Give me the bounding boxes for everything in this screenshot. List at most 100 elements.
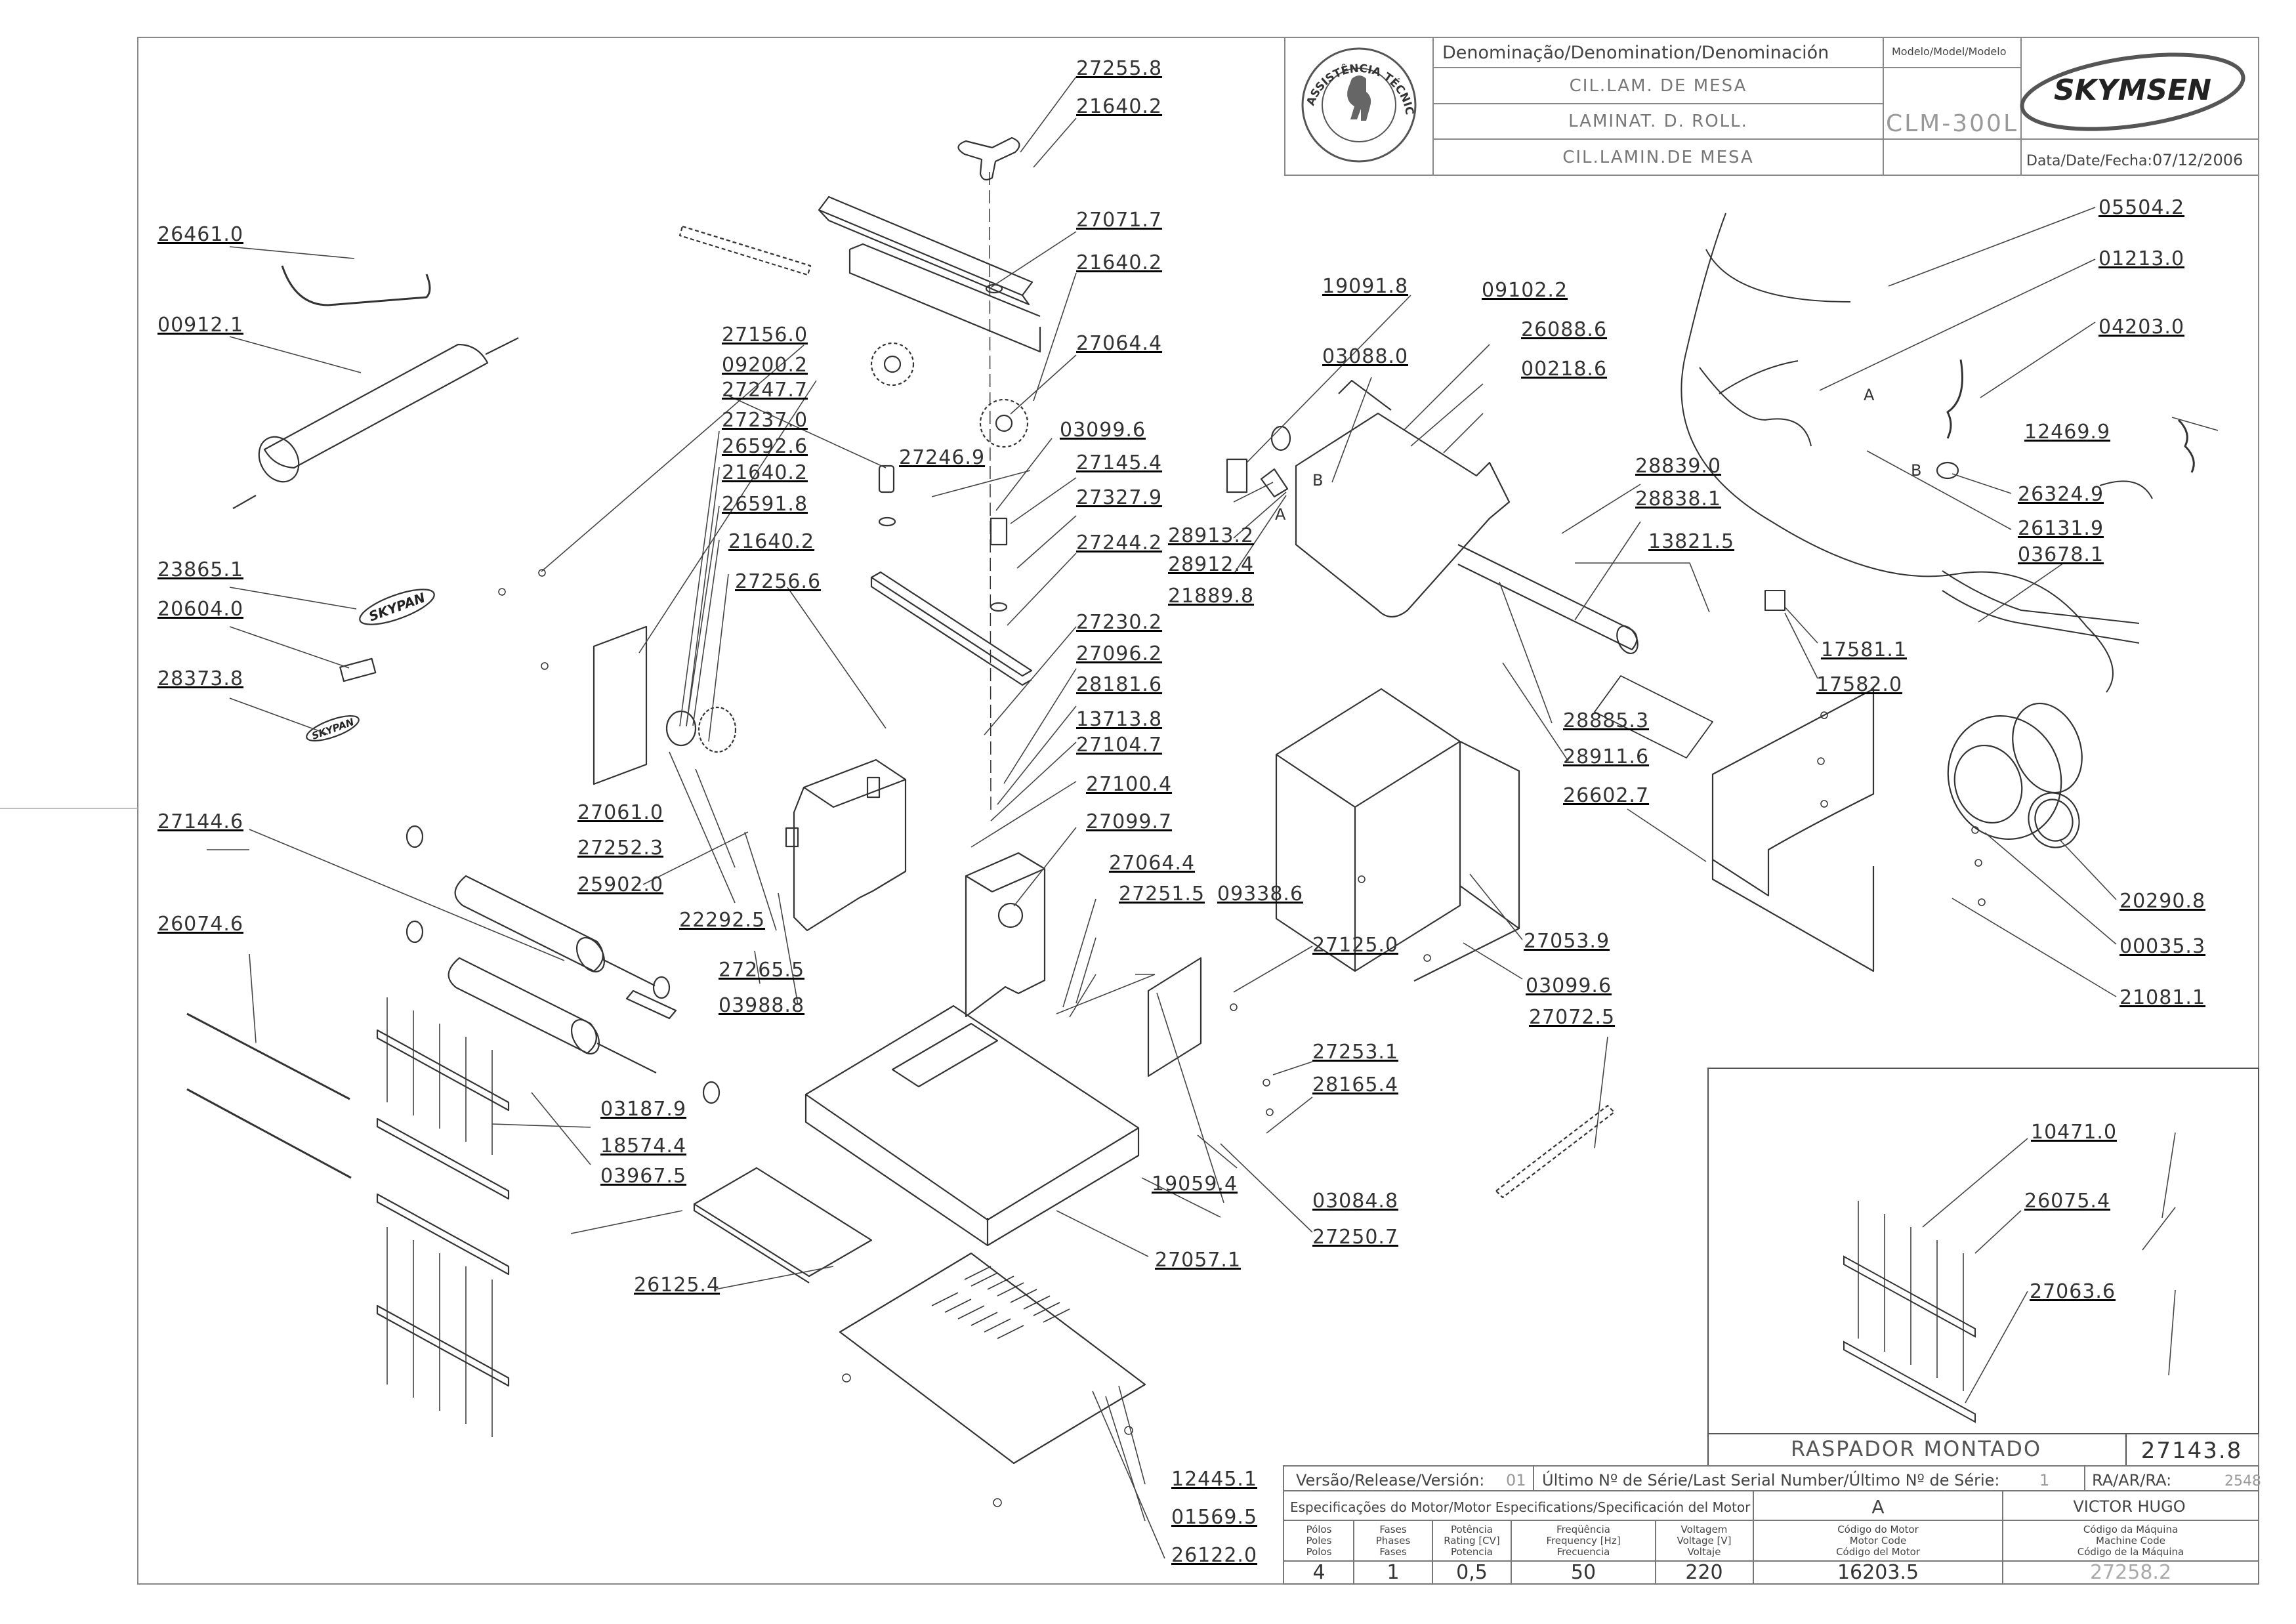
- knob: [957, 136, 1020, 181]
- left-frame-block: [793, 759, 907, 932]
- part-label: 04203.0: [2098, 316, 2184, 339]
- ra-label: RA/AR/RA:: [2092, 1471, 2171, 1489]
- skymsen-logo: SKYMSEN: [2020, 52, 2245, 131]
- svg-text:Potência: Potência: [1451, 1524, 1493, 1535]
- wire-harness: [1680, 213, 2153, 693]
- date-value: 07/12/2006: [2152, 151, 2243, 169]
- part-label: 27125.0: [1312, 934, 1398, 957]
- machine-base: [804, 1005, 1140, 1247]
- trough-26088: [1295, 379, 1511, 618]
- part-label: 27265.5: [719, 959, 804, 982]
- date-label: Data/Date/Fecha:: [2026, 153, 2152, 169]
- part-label: 12445.1: [1171, 1468, 1257, 1491]
- part-label: 27253.1: [1312, 1041, 1398, 1064]
- svg-text:Potencia: Potencia: [1451, 1546, 1493, 1558]
- svg-text:ASSISTÊNCIA TÉCNICA AUTORIZADA: ASSISTÊNCIA TÉCNICA AUTORIZADA: [0, 0, 1416, 116]
- part-label: 21640.2: [728, 530, 814, 553]
- part-label: 03099.6: [1060, 419, 1146, 442]
- motor-20290: [1947, 702, 2083, 840]
- wire-marker-b1: B: [1911, 461, 1921, 480]
- part-label: 19059.4: [1152, 1173, 1238, 1196]
- chain-27156: [678, 225, 812, 276]
- part-label: 26074.6: [157, 913, 243, 936]
- wire-marker-a2: A: [1275, 505, 1286, 524]
- part-label: 27250.7: [1312, 1226, 1398, 1249]
- part-label: 27099.7: [1086, 810, 1172, 833]
- part-label: 27156.0: [722, 323, 808, 346]
- part-label: 28912.4: [1168, 553, 1254, 576]
- part-label: 01569.5: [1171, 1506, 1257, 1529]
- ra-value: 2548: [2224, 1473, 2261, 1489]
- denomination-header: Denominação/Denomination/Denominación: [1442, 43, 1829, 63]
- scraper-rods: [186, 1012, 352, 1179]
- part-label: 03088.0: [1322, 345, 1408, 368]
- part-label: 27251.5: [1119, 883, 1205, 906]
- phases-value: 1: [1387, 1561, 1399, 1584]
- screws: [498, 569, 1986, 1507]
- label-20604: [339, 657, 377, 682]
- sprocket-right: [979, 398, 1029, 448]
- part-label: 03187.9: [600, 1098, 686, 1121]
- inset-title: RASPADOR MONTADO: [1791, 1436, 2041, 1461]
- svg-text:Machine Code: Machine Code: [2096, 1535, 2165, 1547]
- svg-text:Código do Motor: Código do Motor: [1837, 1524, 1919, 1535]
- part-label: 23865.1: [157, 558, 243, 581]
- part-label: 12469.9: [2024, 421, 2110, 444]
- part-label: 27072.5: [1529, 1006, 1615, 1029]
- part-label: 21640.2: [1076, 95, 1162, 118]
- part-label: 26592.6: [722, 435, 808, 458]
- version-label: Versão/Release/Versión:: [1296, 1471, 1484, 1489]
- part-label: 26131.9: [2018, 517, 2104, 540]
- scraper-assembly-lower: [376, 1193, 510, 1437]
- part-label: 27144.6: [157, 810, 243, 833]
- part-label: 26088.6: [1521, 318, 1607, 341]
- roller-27144: [454, 875, 656, 986]
- machine-drawing: SKYPAN SKYPAN: [186, 136, 2195, 1507]
- right-frame-block: [965, 852, 1046, 1018]
- svg-text:Código de la Máquina: Código de la Máquina: [2077, 1546, 2184, 1558]
- part-label: 25902.0: [577, 873, 663, 896]
- part-label: 22292.5: [679, 909, 765, 932]
- part-label: 28373.8: [157, 667, 243, 690]
- part-label: 27104.7: [1076, 734, 1162, 757]
- cable-12469: [2177, 419, 2195, 473]
- part-label: 20604.0: [157, 598, 243, 621]
- top-cover: [818, 196, 1041, 353]
- inset-leaders: [1922, 1138, 2028, 1404]
- part-label: 28165.4: [1312, 1073, 1398, 1096]
- sprocket-left: [870, 342, 915, 386]
- part-label: 26122.0: [1171, 1544, 1257, 1567]
- part-label: 28911.6: [1563, 745, 1649, 768]
- part-label: 03988.8: [719, 994, 804, 1017]
- part-label: 01213.0: [2098, 247, 2184, 270]
- inset-box: [1707, 1068, 2259, 1467]
- switch-26324: [1936, 461, 1959, 480]
- part-label: 18574.4: [600, 1135, 686, 1157]
- svg-text:Voltage [V]: Voltage [V]: [1677, 1535, 1732, 1547]
- poles-value: 4: [1312, 1561, 1325, 1584]
- bottom-cover: [839, 1252, 1146, 1465]
- part-label: 00218.6: [1521, 358, 1607, 381]
- hook-26461: [281, 265, 431, 306]
- denomination-en: LAMINAT. D. ROLL.: [1568, 112, 1748, 131]
- wire-marker-b2: B: [1312, 471, 1323, 489]
- part-label: 27246.9: [899, 446, 985, 469]
- drawing-frame: [137, 37, 2259, 1585]
- svg-text:Polos: Polos: [1306, 1546, 1332, 1558]
- motor-housing-27053: [1275, 688, 1520, 982]
- author: VICTOR HUGO: [2073, 1497, 2185, 1516]
- denomination-es: CIL.LAMIN.DE MESA: [1562, 148, 1754, 167]
- motor-code-value: 16203.5: [1837, 1561, 1919, 1584]
- model-header: Modelo/Model/Modelo: [1892, 45, 2006, 58]
- svg-text:Freqüência: Freqüência: [1556, 1524, 1610, 1535]
- part-label: 27061.0: [577, 801, 663, 824]
- right-side-plate: [1147, 957, 1202, 1077]
- seal-text: ASSISTÊNCIA TÉCNICA AUTORIZADA: [0, 0, 1416, 116]
- part-label: 05504.2: [2098, 196, 2184, 219]
- part-label: 27327.9: [1076, 486, 1162, 509]
- part-label: 21640.2: [1076, 251, 1162, 274]
- serial-label: Último Nº de Série/Last Serial Number/Úl…: [1542, 1470, 1999, 1489]
- part-label: 21081.1: [2119, 986, 2205, 1009]
- part-label: 27247.7: [722, 379, 808, 402]
